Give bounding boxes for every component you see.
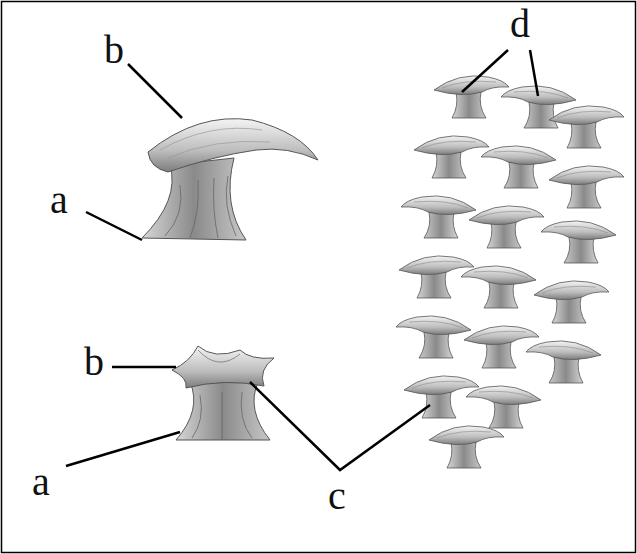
scale-cluster <box>396 76 624 468</box>
scale-side-view <box>142 119 318 240</box>
part-letter: b <box>84 342 104 382</box>
leader-lines <box>66 50 538 470</box>
part-letter: d <box>510 4 530 44</box>
part-letter: c <box>328 476 346 516</box>
part-letter: a <box>32 462 50 502</box>
scale-front-view <box>172 346 274 440</box>
part-letter: a <box>50 180 68 220</box>
part-letter: b <box>104 30 124 70</box>
